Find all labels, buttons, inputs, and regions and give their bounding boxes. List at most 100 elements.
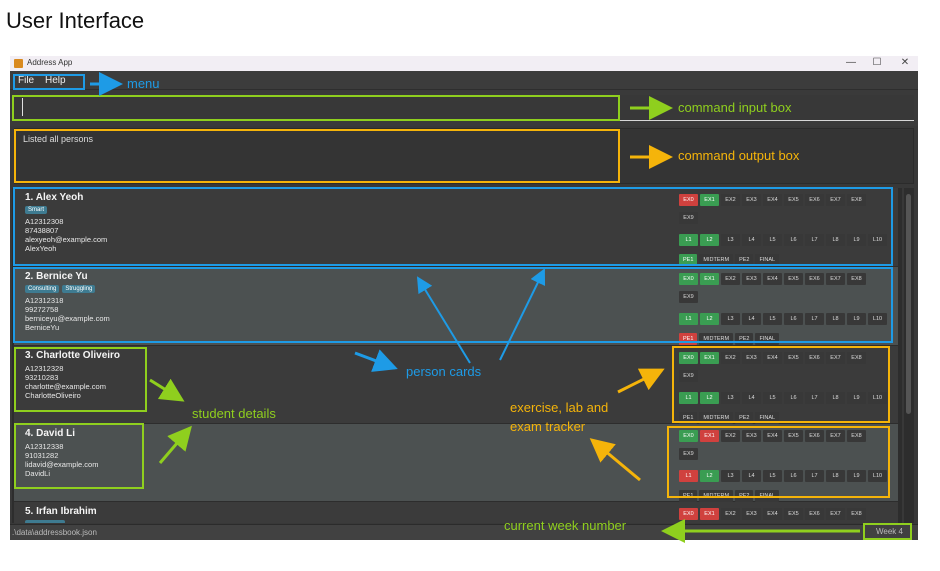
tracker-chip: EX2	[721, 194, 740, 206]
person-name: 2. Bernice Yu	[25, 271, 88, 282]
tracker-chip: EX0	[679, 194, 698, 206]
detail-line: A12312308	[25, 217, 64, 226]
annotation-command-output: command output box	[678, 148, 800, 163]
tracker-chip: EX4	[763, 430, 782, 442]
tracker-chip: PE2	[735, 254, 754, 266]
tracker-chip: L9	[847, 234, 866, 246]
tracker-chip: L6	[784, 313, 803, 325]
tracker-chip: L8	[826, 392, 845, 404]
detail-line: A12312318	[25, 296, 64, 305]
tracker-chip: EX5	[784, 508, 803, 520]
detail-line: BerniceYu	[25, 323, 60, 332]
tracker-chip: FINAL	[755, 254, 780, 266]
tracker-chip: L7	[805, 234, 824, 246]
week-number: Week 4	[876, 527, 903, 536]
tracker-chip: EX5	[784, 273, 803, 285]
detail-line: CharlotteOliveiro	[25, 391, 81, 400]
tag-badge	[25, 520, 65, 523]
tracker-chip: L2	[700, 470, 719, 482]
tracker-chip: L10	[868, 470, 887, 482]
tracker-chip: L9	[847, 392, 866, 404]
detail-line: alexyeoh@example.com	[25, 235, 108, 244]
tracker-chip: EX8	[847, 194, 866, 206]
tracker-chip: EX4	[763, 352, 782, 364]
annotation-tracker-line1: exercise, lab and	[510, 400, 609, 415]
tracker-chip: EX5	[784, 194, 803, 206]
save-location: .\data\addressbook.json	[12, 528, 97, 537]
detail-line: AlexYeoh	[25, 244, 57, 253]
tag-badge: Consulting	[25, 285, 60, 293]
tracker-chip: EX5	[784, 430, 803, 442]
annotation-student-details: student details	[192, 406, 276, 421]
menu-highlight	[13, 74, 85, 90]
tag-badge: Struggling	[62, 285, 96, 293]
tracker-chip: EX8	[847, 430, 866, 442]
person-tags: Smart	[25, 206, 50, 216]
tracker-chip: EX7	[826, 273, 845, 285]
menu-file[interactable]: File	[18, 75, 35, 86]
week-highlight	[863, 523, 912, 540]
command-output-highlight	[14, 129, 620, 183]
tracker-chip: L4	[742, 313, 761, 325]
tracker-chip: EX6	[805, 352, 824, 364]
tracker-chip: L7	[805, 313, 824, 325]
tracker-chip: EX6	[805, 430, 824, 442]
tracker-chip: L7	[805, 392, 824, 404]
tracker-chip: L6	[784, 234, 803, 246]
person-name: 4. David Li	[25, 428, 76, 439]
annotation-menu: menu	[127, 76, 160, 91]
tracker-chip: L4	[742, 470, 761, 482]
scrollbar-thumb[interactable]	[906, 194, 911, 414]
person-list-scrollbar[interactable]	[904, 188, 914, 523]
tracker-chip: L10	[868, 234, 887, 246]
tracker-chip: EX7	[826, 194, 845, 206]
tracker-chip: EX6	[805, 273, 824, 285]
annotation-command-input: command input box	[678, 100, 792, 115]
close-button[interactable]: ✕	[900, 57, 910, 68]
maximize-button[interactable]: ☐	[872, 57, 882, 68]
tracker-chip: MIDTERM	[699, 254, 734, 266]
tracker-chip: L8	[826, 470, 845, 482]
tracker-chip: L3	[721, 470, 740, 482]
student-details-highlight-1	[14, 347, 147, 412]
tracker-chip: L1	[679, 470, 698, 482]
person-tags	[25, 520, 68, 523]
tracker-chip: EX2	[721, 430, 740, 442]
minimize-button[interactable]: —	[846, 57, 856, 68]
tracker-chip: EX2	[721, 273, 740, 285]
menu-help[interactable]: Help	[45, 75, 66, 86]
command-input[interactable]	[14, 95, 914, 121]
result-text: Listed all persons	[23, 134, 94, 144]
tracker-chip: L4	[742, 234, 761, 246]
tracker-chip: EX0	[679, 430, 698, 442]
tracker-chip: EX0	[679, 352, 698, 364]
tracker-chip: L8	[826, 313, 845, 325]
detail-line: berniceyu@example.com	[25, 314, 110, 323]
person-card-highlight-2	[13, 267, 893, 343]
detail-line: 87438807	[25, 226, 59, 235]
tracker-highlight-2	[667, 426, 890, 498]
tracker-chip: EX1	[700, 508, 719, 520]
tracker-chip: L8	[826, 234, 845, 246]
menu-bar: File Help	[10, 71, 918, 90]
person-name: 3. Charlotte Oliveiro	[25, 350, 121, 361]
tracker-chip: PE1	[679, 254, 698, 266]
annotation-person-cards: person cards	[406, 364, 482, 379]
tracker-chip: L5	[763, 313, 782, 325]
detail-line: 91031282	[25, 451, 59, 460]
detail-line: DavidLi	[25, 469, 51, 478]
detail-line: lidavid@example.com	[25, 460, 99, 469]
